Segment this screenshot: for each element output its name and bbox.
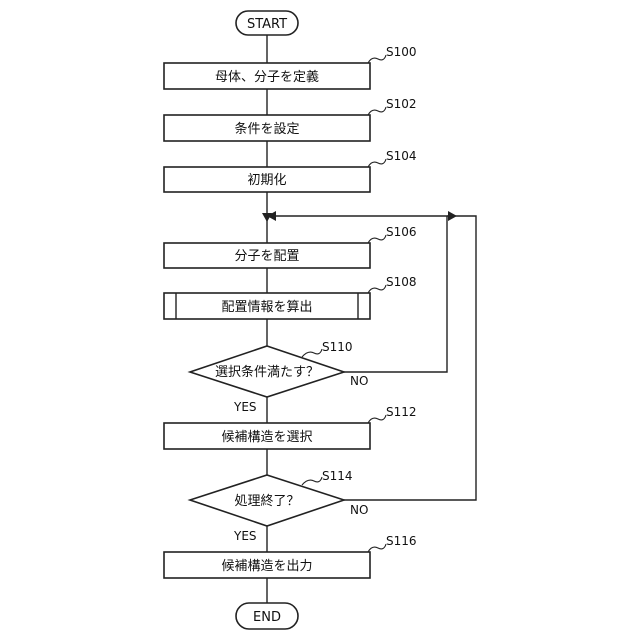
step-id-s110: S110: [322, 340, 353, 354]
step-id-s108: S108: [386, 275, 417, 289]
loop-junction-arrow: [448, 211, 457, 221]
step-id-s116: S116: [386, 534, 417, 548]
leader-s112: [368, 415, 386, 423]
step-id-s100: S100: [386, 45, 417, 59]
step-id-s102: S102: [386, 97, 417, 111]
end-label: END: [253, 610, 281, 625]
leader-s110: [302, 349, 322, 357]
leader-s114: [302, 477, 322, 485]
leader-s108: [368, 285, 386, 293]
step-id-s112: S112: [386, 405, 417, 419]
no-label-s110: NO: [350, 374, 368, 388]
leader-s102: [368, 107, 386, 115]
yes-label-s114: YES: [233, 529, 257, 543]
step-text-s102: 条件を設定: [234, 121, 299, 137]
step-id-s114: S114: [322, 469, 353, 483]
start-label: START: [247, 17, 287, 32]
step-text-s100: 母体、分子を定義: [215, 69, 319, 85]
decision-text-s114: 処理終了？: [234, 493, 299, 509]
leader-s106: [368, 235, 386, 243]
leader-s104: [368, 159, 386, 167]
leader-s116: [368, 544, 386, 552]
step-id-s104: S104: [386, 149, 417, 163]
step-text-s116: 候補構造を出力: [221, 559, 312, 574]
step-id-s106: S106: [386, 225, 417, 239]
step-text-s108: 配置情報を算出: [221, 300, 312, 315]
no-label-s114: NO: [350, 503, 368, 517]
yes-label-s110: YES: [233, 400, 257, 414]
step-text-s112: 候補構造を選択: [221, 430, 312, 445]
decision-text-s110: 選択条件満たす？: [215, 364, 319, 380]
step-text-s104: 初期化: [247, 173, 286, 188]
step-text-s106: 分子を配置: [234, 249, 299, 264]
leader-s100: [368, 55, 386, 63]
